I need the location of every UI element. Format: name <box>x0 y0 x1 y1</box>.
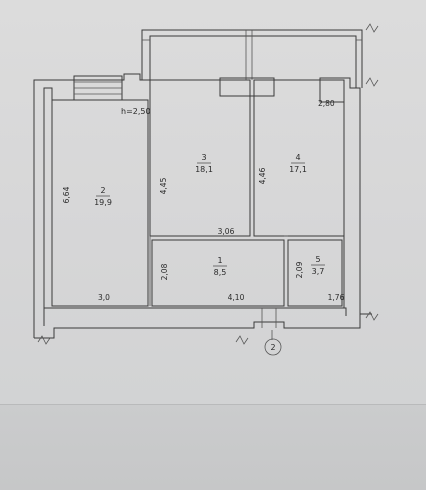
room-2-number: 2 <box>100 186 105 195</box>
dim-3-06: 3,06 <box>218 227 235 236</box>
paper-lower-edge <box>0 404 426 490</box>
dim-2-09: 2,09 <box>295 261 304 278</box>
interior-walls <box>51 77 345 307</box>
room-1-area: 8,5 <box>214 268 227 277</box>
room-1-label: 1 8,5 <box>213 256 227 277</box>
dim-3-0: 3,0 <box>98 293 110 302</box>
room-2-label: 2 19,9 <box>94 186 112 207</box>
dim-1-76: 1,76 <box>328 293 345 302</box>
room-4-label: 4 17,1 <box>289 153 307 174</box>
room-5-label: 5 3,7 <box>311 255 325 276</box>
plan-paper <box>0 0 426 404</box>
window-top-center <box>219 77 275 97</box>
room-1-number: 1 <box>217 256 222 265</box>
dim-6-64: 6,64 <box>62 186 71 203</box>
dim-4-45: 4,45 <box>159 177 168 194</box>
room-3-label: 3 18,1 <box>195 153 213 174</box>
room-3-outline <box>149 79 251 237</box>
left-inner-wall <box>43 87 72 326</box>
room-4-area: 17,1 <box>289 165 307 174</box>
axis-marker: 2 <box>264 330 282 356</box>
room-1-outline <box>151 239 285 307</box>
room-2-outline <box>51 99 149 307</box>
dim-2-80: 2,80 <box>318 99 335 108</box>
ceiling-height-label: h=2,50 <box>121 107 151 116</box>
room-2-area: 19,9 <box>94 198 112 207</box>
dim-4-46: 4,46 <box>258 167 267 184</box>
break-markers <box>37 23 379 345</box>
bottom-outer-wall <box>34 313 372 339</box>
room-5-area: 3,7 <box>312 267 325 276</box>
room-4-outline <box>253 79 345 237</box>
dim-2-08: 2,08 <box>160 263 169 280</box>
room-3-number: 3 <box>201 153 206 162</box>
left-outer-wall <box>33 73 150 338</box>
room-3-area: 18,1 <box>195 165 213 174</box>
outer-walls <box>33 29 372 339</box>
dim-4-10: 4,10 <box>228 293 245 302</box>
axis-marker-label: 2 <box>270 343 275 352</box>
room-5-outline <box>287 239 343 307</box>
bottom-inner-wall <box>43 307 347 326</box>
right-outer-wall <box>319 77 361 314</box>
room-5-number: 5 <box>315 255 320 264</box>
balcony-inner <box>149 35 357 88</box>
room-4-number: 4 <box>295 153 300 162</box>
